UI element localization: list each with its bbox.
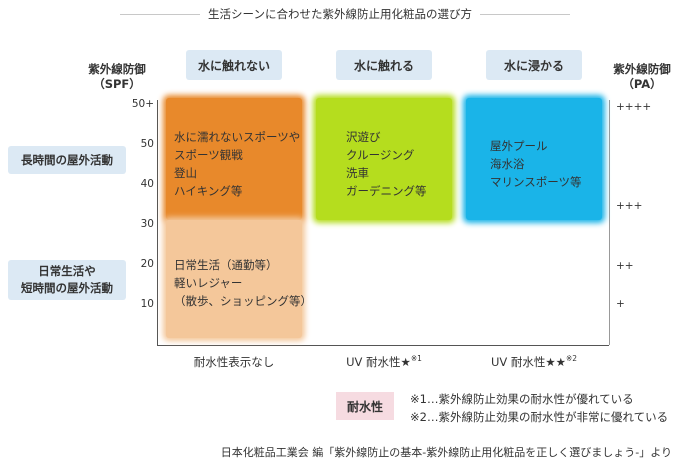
spf-tick-30: 30 [140, 218, 154, 230]
column-header-no-water: 水に触れない [186, 50, 282, 80]
row-label-daily-short: 日常生活や 短時間の屋外活動 [8, 260, 126, 300]
legend-note-1: ※1…紫外線防止効果の耐水性が優れている [410, 392, 634, 406]
title-rule-right [470, 14, 570, 15]
column-footer-immerse-water: UV 耐水性★★※2 [468, 354, 600, 370]
block-touch-water-text: 沢遊び クルージング 洗車 ガーデニング等 [346, 130, 427, 198]
block-immerse-water-text: 屋外プール 海水浴 マリンスポーツ等 [490, 139, 582, 189]
page-title-text: 生活シーンに合わせた紫外線防止用化粧品の選び方 [200, 7, 480, 21]
page-title: 生活シーンに合わせた紫外線防止用化粧品の選び方 [0, 6, 680, 22]
block-touch-water [316, 98, 452, 220]
title-rule-left [120, 14, 220, 15]
row-label-daily-short-line2: 短時間の屋外活動 [21, 281, 113, 295]
column-footer-immerse-water-text: UV 耐水性★★ [490, 355, 566, 369]
right-axis-title-main: 紫外線防御 [613, 62, 671, 76]
left-axis-title-main: 紫外線防御 [88, 62, 146, 76]
column-footer-touch-water-text: UV 耐水性★ [346, 355, 411, 369]
left-axis-title: 紫外線防御 （SPF） [82, 62, 152, 92]
block-no-water-daily [166, 220, 302, 338]
row-label-long-outdoor-text: 長時間の屋外活動 [21, 152, 113, 167]
pa-tick-2plus: ++ [616, 260, 634, 272]
left-axis-title-sub: （SPF） [93, 77, 141, 91]
row-label-daily-short-line1: 日常生活や [38, 264, 96, 278]
chart-axis-left [157, 100, 158, 345]
spf-tick-20: 20 [140, 258, 154, 270]
right-axis-title: 紫外線防御 （PA） [606, 62, 678, 92]
column-footer-touch-water-note: ※1 [410, 354, 422, 364]
legend-note-2: ※2…紫外線防止効果の耐水性が非常に優れている [410, 410, 669, 424]
chart-axis-bottom [157, 345, 609, 346]
source-credit: 日本化粧品工業会 編「紫外線防止の基本-紫外線防止用化粧品を正しく選びましょう-… [220, 446, 672, 459]
column-footer-touch-water: UV 耐水性★※1 [320, 354, 448, 370]
block-no-water-daily-text: 日常生活（通勤等） 軽いレジャー （散歩、ショッピング等） [174, 258, 312, 308]
chart-axis-right [609, 100, 610, 345]
column-header-immerse-water: 水に浸かる [486, 50, 582, 80]
right-axis-title-sub: （PA） [622, 77, 662, 91]
spf-tick-50: 50 [140, 138, 154, 150]
row-label-long-outdoor: 長時間の屋外活動 [8, 146, 126, 174]
spf-tick-40: 40 [140, 178, 154, 190]
block-no-water-long-text: 水に濡れないスポーツや スポーツ観戦 登山 ハイキング等 [174, 130, 301, 198]
block-no-water-long [166, 98, 302, 220]
column-header-touch-water: 水に触れる [336, 50, 432, 80]
column-footer-no-water-text: 耐水性表示なし [193, 355, 275, 369]
spf-tick-50plus: 50+ [131, 98, 154, 110]
spf-tick-10: 10 [140, 298, 154, 310]
pa-tick-1plus: + [616, 298, 625, 310]
column-footer-no-water: 耐水性表示なし [176, 354, 292, 370]
column-footer-immerse-water-note: ※2 [566, 354, 578, 364]
pa-tick-4plus: ++++ [616, 101, 652, 113]
pa-tick-3plus: +++ [616, 200, 643, 212]
legend-badge-water-resistance: 耐水性 [336, 392, 394, 420]
block-immerse-water [466, 98, 602, 220]
